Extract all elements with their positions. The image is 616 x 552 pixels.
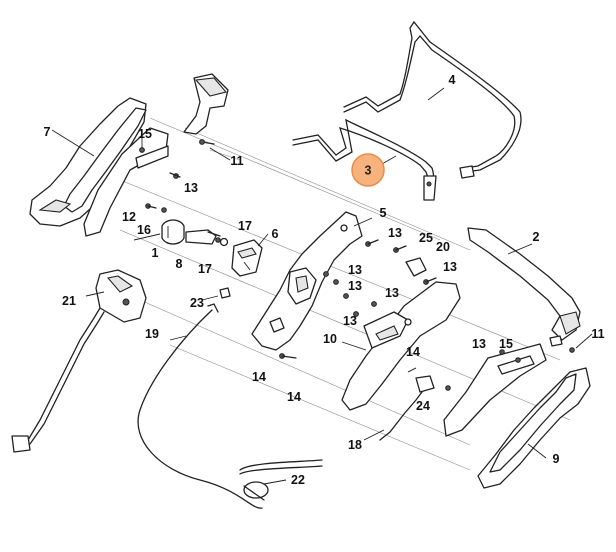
right-lever-end	[549, 335, 575, 353]
label-11-left: 11	[230, 154, 243, 168]
label-1: 1	[152, 246, 159, 260]
label-14-mid: 14	[287, 390, 301, 404]
highlight-callout-3: 3	[351, 153, 385, 187]
knob	[161, 219, 185, 245]
switch-box-and-cable	[11, 269, 147, 453]
long-cable	[137, 303, 263, 509]
label-18: 18	[348, 438, 362, 452]
label-25: 25	[419, 231, 433, 245]
label-15-right: 15	[499, 337, 513, 351]
label-17-lower: 17	[198, 262, 212, 276]
small-handle-bar	[292, 118, 437, 201]
right-plate	[341, 281, 461, 411]
part-labels: 7 15 11 13 12 16 17 1 8 17 6 21 23 19 22…	[44, 73, 605, 487]
label-5: 5	[380, 206, 387, 220]
right-side-cover	[477, 367, 591, 489]
label-13-center-a: 13	[348, 263, 362, 277]
small-bolts-12-16	[145, 203, 167, 213]
label-9: 9	[553, 452, 560, 466]
left-side-cover	[29, 97, 147, 227]
label-13-center-c: 13	[385, 286, 399, 300]
small-connector	[219, 287, 231, 299]
leader-lines	[51, 87, 593, 485]
lever-latch	[185, 229, 229, 247]
label-12: 12	[122, 210, 136, 224]
cable-end	[239, 459, 323, 501]
left-handle-bracket	[83, 127, 181, 237]
right-handle-bracket	[443, 343, 547, 437]
assembly-guide-lines	[107, 117, 571, 471]
highlight-circle	[351, 153, 385, 187]
label-13-center-b: 13	[348, 279, 362, 293]
label-6: 6	[272, 227, 279, 241]
label-24: 24	[416, 399, 430, 413]
label-13-center-top: 13	[388, 226, 402, 240]
label-14-left: 14	[252, 370, 266, 384]
label-2: 2	[533, 230, 540, 244]
label-23: 23	[190, 296, 204, 310]
label-15-left: 15	[138, 127, 152, 141]
label-16: 16	[137, 223, 151, 237]
label-13-center-d: 13	[343, 314, 357, 328]
sensor-and-cable	[379, 367, 451, 441]
label-13-left: 13	[184, 181, 198, 195]
label-13-right-top: 13	[443, 260, 457, 274]
center-main-plate	[251, 211, 363, 359]
label-14-right: 14	[406, 345, 420, 359]
left-handle-lever	[183, 73, 229, 145]
upper-handle-bar	[343, 20, 522, 179]
label-11-right: 11	[591, 327, 604, 341]
right-upper-cover	[467, 227, 581, 341]
switch-block	[231, 239, 263, 277]
label-21: 21	[62, 294, 76, 308]
label-8: 8	[176, 257, 183, 271]
label-22: 22	[291, 473, 305, 487]
label-10: 10	[323, 332, 337, 346]
label-7: 7	[44, 125, 51, 139]
center-bolts	[323, 239, 437, 317]
label-20: 20	[436, 240, 450, 254]
label-13-right-bottom: 13	[472, 337, 486, 351]
label-19: 19	[145, 327, 159, 341]
label-4: 4	[449, 73, 456, 87]
label-3: 3	[365, 164, 372, 178]
label-17-upper: 17	[238, 219, 252, 233]
